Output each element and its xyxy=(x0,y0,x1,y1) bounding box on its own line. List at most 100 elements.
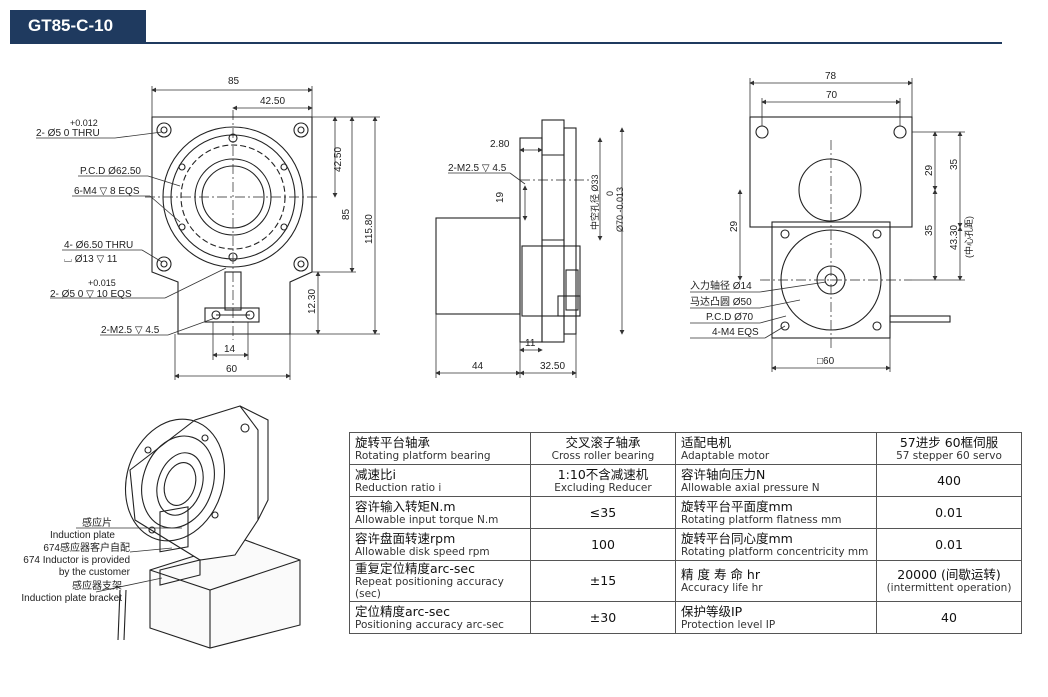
dim-35-bottom: 35 xyxy=(924,224,935,236)
dim-78: 78 xyxy=(825,71,837,82)
table-cell: ±30 xyxy=(530,601,676,634)
dim-32-50: 32.50 xyxy=(540,361,565,372)
label-bracket-en: Induction plate bracket xyxy=(21,593,122,604)
callout-pin2-tolerance: +0.015 xyxy=(88,278,116,288)
page-title: GT85-C-10 xyxy=(10,10,146,42)
cell-zh: 1:10不含减速机 xyxy=(557,466,649,482)
right-view xyxy=(749,116,951,348)
cell-en: Adaptable motor xyxy=(681,449,770,462)
dim-hollow-bore: 中空孔径 Ø33 xyxy=(589,174,600,230)
dim-center-note: (中心孔距) xyxy=(963,216,974,258)
dim-square-60: □60 xyxy=(817,356,835,367)
label-bracket-zh: 感应器支架 xyxy=(72,579,122,592)
cell-zh: 20000 (间歇运转) xyxy=(897,567,1001,582)
cell-en: Accuracy life hr xyxy=(681,582,763,594)
cell-zh: 100 xyxy=(591,536,615,552)
dim-42-50-v: 42.50 xyxy=(333,147,344,172)
table-cell: 20000 (间歇运转)(intermittent operation) xyxy=(876,560,1022,602)
label-by-customer-en: by the customer xyxy=(59,567,131,578)
dim-19: 19 xyxy=(495,191,506,203)
dim-70: 70 xyxy=(826,90,838,101)
cell-zh: 旋转平台同心度mm xyxy=(681,530,793,546)
cell-en: Allowable disk speed rpm xyxy=(355,545,490,558)
callout-pin2: 2- Ø5 0 ▽ 10 EQS xyxy=(50,289,132,300)
side-view-labels: 2.80 19 2-M2.5 ▽ 4.5 中空孔径 Ø33 0 Ø70 -0.0… xyxy=(448,139,625,372)
dim-29-top: 29 xyxy=(924,164,935,176)
callout-m2-5: 2-M2.5 ▽ 4.5 xyxy=(101,325,160,336)
callout-pin-hole: 2- Ø5 0 THRU xyxy=(36,128,100,139)
cell-zh: 保护等级IP xyxy=(681,603,743,619)
cell-zh: 定位精度arc-sec xyxy=(355,603,450,619)
table-cell: 100 xyxy=(530,528,676,561)
table-cell: 40 xyxy=(876,601,1022,634)
right-view-dimensions xyxy=(690,78,965,372)
cell-zh: 旋转平台轴承 xyxy=(355,434,431,450)
dim-11: 11 xyxy=(525,338,536,349)
dim-44: 44 xyxy=(472,361,484,372)
callout-counterbore-depth: ⌴ Ø13 ▽ 11 xyxy=(64,254,118,265)
dim-85: 85 xyxy=(228,76,240,87)
dim-14: 14 xyxy=(224,344,236,355)
dim-35-top: 35 xyxy=(949,158,960,170)
front-view-labels: 85 42.50 42.50 85 115.80 12.30 14 60 +0.… xyxy=(36,76,375,375)
dim-85-v: 85 xyxy=(341,208,352,220)
isometric-leaders xyxy=(76,527,182,593)
cell-zh: 精 度 寿 命 hr xyxy=(681,567,760,582)
cell-zh: 容许输入转矩N.m xyxy=(355,498,456,514)
side-callout-m2-5: 2-M2.5 ▽ 4.5 xyxy=(448,163,507,174)
table-cell: ≤35 xyxy=(530,496,676,529)
cell-en: Positioning accuracy arc-sec xyxy=(355,618,504,631)
label-induction-plate-zh: 感应片 xyxy=(82,516,112,529)
cell-zh: 57进步 60框伺服 xyxy=(899,434,999,450)
cell-en: Rotating platform bearing xyxy=(355,449,491,462)
cell-zh: 0.01 xyxy=(935,504,963,520)
dim-12-30: 12.30 xyxy=(307,289,318,314)
cell-en: Rotating platform concentricity mm xyxy=(681,545,869,558)
callout-input-shaft: 入力轴径 Ø14 xyxy=(690,279,752,292)
cell-zh: 减速比i xyxy=(355,466,396,482)
cell-zh: 400 xyxy=(937,472,961,488)
cell-en: Protection level IP xyxy=(681,618,776,631)
cell-en: Reduction ratio i xyxy=(355,481,442,494)
cell-zh: ±15 xyxy=(589,573,617,588)
cell-zh: 40 xyxy=(941,609,957,625)
front-view-dimensions xyxy=(36,86,380,380)
callout-pin-tolerance: +0.012 xyxy=(70,118,98,128)
cell-en: 57 stepper 60 servo xyxy=(896,449,1002,462)
dim-60: 60 xyxy=(226,364,238,375)
callout-right-taps: 4-M4 EQS xyxy=(712,327,759,338)
cell-en: Excluding Reducer xyxy=(554,481,652,494)
cell-zh: 旋转平台平面度mm xyxy=(681,498,793,514)
dim-bore: Ø70 -0.013 xyxy=(615,187,625,232)
cell-zh: ±30 xyxy=(589,609,617,625)
cell-en: Allowable input torque N.m xyxy=(355,513,499,526)
cell-zh: 容许盘面转速rpm xyxy=(355,530,456,546)
callout-counterbore: 4- Ø6.50 THRU xyxy=(64,240,133,251)
cell-zh: 重复定位精度arc-sec xyxy=(355,561,475,576)
cell-en: Cross roller bearing xyxy=(551,449,655,462)
table-cell: 0.01 xyxy=(876,496,1022,529)
side-view xyxy=(435,119,590,343)
dim-2-80: 2.80 xyxy=(490,139,510,150)
side-view-dimensions xyxy=(435,127,625,378)
callout-tap-holes: 6-M4 ▽ 8 EQS xyxy=(74,186,140,197)
table-cell: ±15 xyxy=(530,560,676,602)
front-view xyxy=(145,110,320,340)
dim-115-80: 115.80 xyxy=(364,214,375,244)
